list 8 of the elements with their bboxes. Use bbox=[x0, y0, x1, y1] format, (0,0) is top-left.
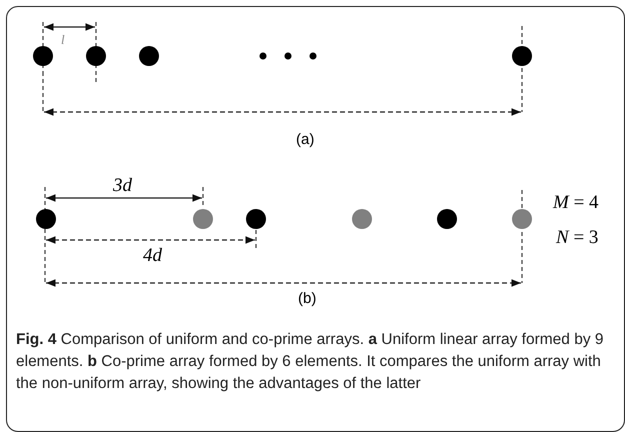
dimension-label: 3d bbox=[113, 176, 132, 195]
parameter-label: N = 3 bbox=[556, 228, 598, 247]
spacing-label: l bbox=[61, 33, 65, 46]
figure-caption: Fig. 4 Comparison of uniform and co-prime arrays. a Uniform linear array formed by 9 elements. b Co-prime array formed by 6 elements. It compares the uniform array with the non-uniform array, showing the advantages of the latter bbox=[16, 330, 605, 394]
dimension-label: 4d bbox=[143, 246, 162, 265]
subfigure-label: (b) bbox=[298, 291, 316, 306]
subfigure-label: (a) bbox=[296, 132, 314, 147]
parameter-label: M = 4 bbox=[553, 193, 599, 212]
